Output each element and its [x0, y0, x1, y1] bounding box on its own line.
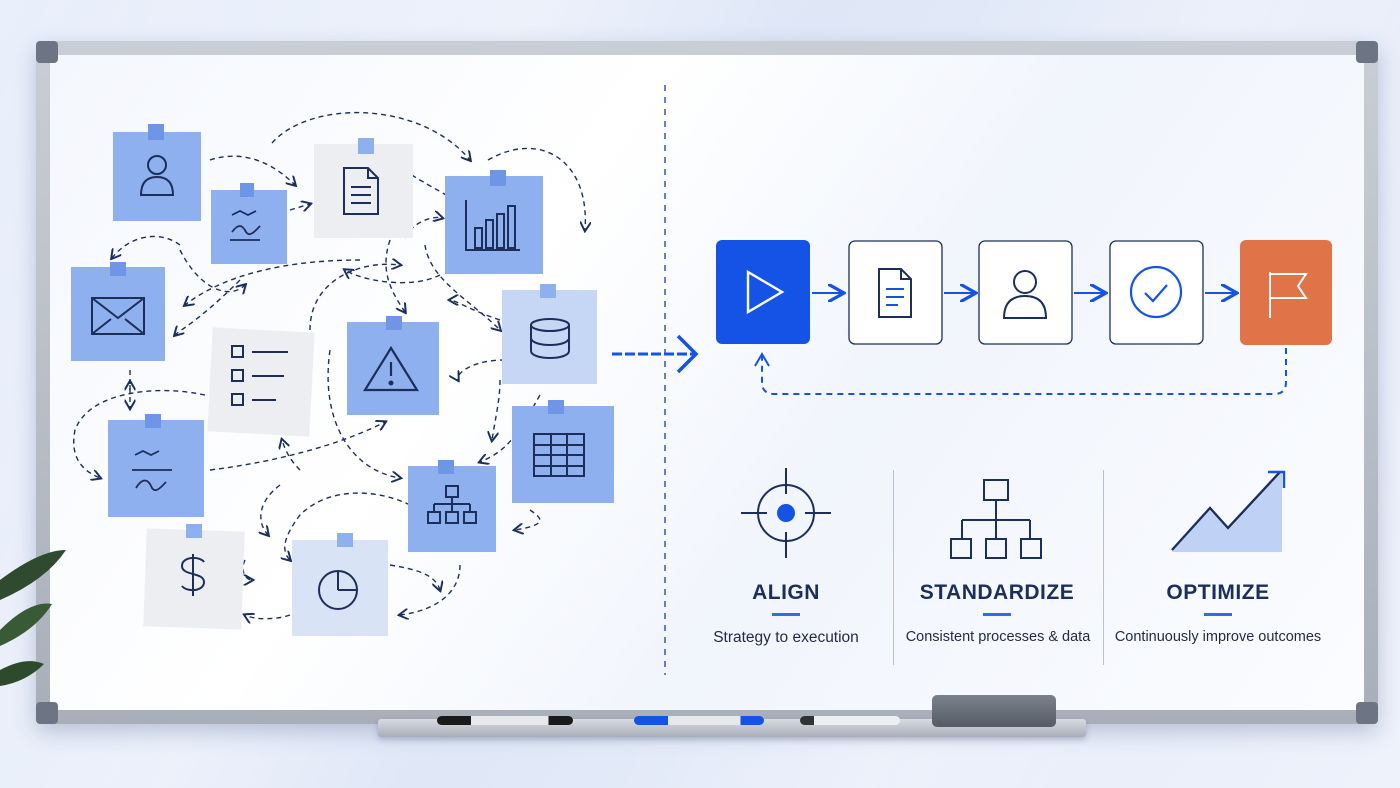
warning-icon	[363, 345, 419, 392]
dollar-icon	[180, 554, 206, 596]
board-corner	[1356, 41, 1378, 63]
process-step-start	[716, 240, 810, 344]
board-corner	[1356, 702, 1378, 724]
bar-chart-icon	[465, 200, 520, 251]
eraser[interactable]	[932, 695, 1056, 727]
pillar-subtitle-align: Strategy to execution	[713, 629, 859, 646]
trend-up-icon	[1171, 470, 1286, 552]
scribble-icon	[230, 209, 261, 241]
sticky-note	[108, 414, 204, 517]
pillar-title-align: ALIGN	[752, 581, 820, 604]
plant-leaves-icon	[0, 550, 66, 686]
process-flow	[716, 240, 1332, 395]
white-marker[interactable]	[800, 716, 900, 725]
pie-chart-icon	[318, 570, 358, 610]
board-corner	[36, 702, 58, 724]
sticky-note	[512, 400, 614, 503]
pillar-underline	[1204, 613, 1232, 616]
user-icon	[139, 155, 175, 196]
mail-icon	[91, 297, 145, 335]
sticky-note	[71, 262, 165, 361]
sticky-note	[113, 124, 201, 221]
play-icon	[746, 269, 785, 315]
checklist-icon	[231, 345, 288, 406]
user-icon	[1002, 270, 1048, 319]
pillar-separator	[893, 470, 894, 665]
pillar-title-optimize: OPTIMIZE	[1166, 581, 1270, 604]
hierarchy-icon	[427, 485, 477, 524]
sticky-note	[408, 460, 496, 552]
target-icon	[741, 468, 831, 558]
sticky-note	[292, 533, 388, 636]
scribble-icon	[132, 449, 172, 492]
process-step-person	[978, 240, 1073, 345]
sticky-note	[347, 316, 439, 415]
process-step-approve	[1109, 240, 1204, 345]
check-circle-icon	[1129, 265, 1183, 319]
sticky-note	[207, 327, 315, 437]
sticky-note	[211, 183, 287, 264]
feedback-loop	[761, 348, 1287, 395]
table-icon	[533, 433, 585, 477]
pillar-underline	[983, 613, 1011, 616]
pillar-underline	[772, 613, 800, 616]
pillar-separator	[1103, 470, 1104, 665]
document-icon	[343, 167, 379, 215]
pillar-subtitle-standardize: Consistent processes & data	[905, 629, 1091, 645]
transition-arrow-icon	[612, 334, 699, 374]
database-icon	[530, 318, 570, 360]
pillar-title-standardize: STANDARDIZE	[919, 581, 1075, 604]
sticky-note	[314, 138, 413, 238]
sticky-note	[143, 524, 245, 630]
pillar-subtitle-optimize: Continuously improve outcomes	[1114, 629, 1322, 645]
blue-marker[interactable]	[634, 716, 764, 725]
board-corner	[36, 41, 58, 63]
sticky-note	[445, 170, 543, 274]
process-step-finish	[1240, 240, 1332, 345]
sticky-note	[502, 284, 597, 384]
document-icon	[878, 268, 912, 318]
org-chart-icon	[950, 479, 1042, 559]
black-marker[interactable]	[437, 716, 573, 725]
flag-icon	[1269, 272, 1308, 318]
process-step-document	[848, 240, 943, 345]
